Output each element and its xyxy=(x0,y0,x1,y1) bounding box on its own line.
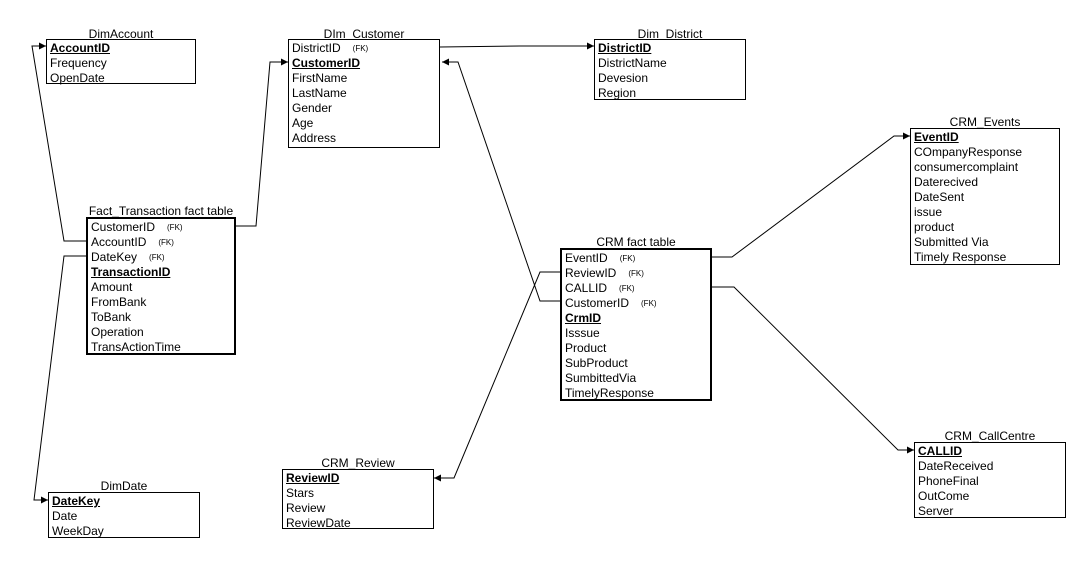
field-date: Date xyxy=(52,509,78,523)
table-body: CustomerID(FK) AccountID(FK) DateKey(FK)… xyxy=(86,217,236,355)
table-title: DimAccount xyxy=(88,27,154,41)
fk-label: (FK) xyxy=(167,223,183,232)
field-age: Age xyxy=(292,116,314,130)
field-datereceived: DateReceived xyxy=(918,459,994,473)
field-weekday: WeekDay xyxy=(52,524,104,538)
table-title: CRM_Events xyxy=(949,115,1021,129)
fk-event-connector xyxy=(712,132,910,258)
field-subproduct: SubProduct xyxy=(565,356,628,370)
field-frequency: Frequency xyxy=(50,56,107,70)
table-body: DateKey Date WeekDay xyxy=(48,492,200,538)
field-datekey: DateKey(FK) xyxy=(91,250,165,264)
field-crmid: CrmID xyxy=(565,311,602,325)
field-lastname: LastName xyxy=(292,86,347,100)
fk-label: (FK) xyxy=(158,238,174,247)
field-consumercomplaint: consumercomplaint xyxy=(914,160,1019,174)
field-region: Region xyxy=(598,86,637,100)
field-companyresponse: COmpanyResponse xyxy=(914,145,1023,159)
table-crm-events[interactable]: CRM_Events EventID COmpanyResponse consu… xyxy=(910,116,1060,265)
fk-label: (FK) xyxy=(641,299,657,308)
field-districtid: DistrictID(FK) xyxy=(292,41,369,55)
table-dim-customer[interactable]: DIm_Customer DistrictID(FK) CustomerID F… xyxy=(288,28,440,148)
field-submitted-via: Submitted Via xyxy=(914,235,989,249)
field-accountid: AccountID(FK) xyxy=(91,235,174,249)
fk-datekey-connector xyxy=(33,255,86,504)
field-sumbittedvia: SumbittedVia xyxy=(565,371,637,385)
field-product: product xyxy=(914,220,955,234)
field-devesion: Devesion xyxy=(598,71,649,85)
table-title: CRM_CallCentre xyxy=(944,429,1036,443)
table-body: ReviewID Stars Review ReviewDate xyxy=(282,469,434,530)
field-reviewid: ReviewID(FK) xyxy=(565,266,644,280)
table-crm-fact[interactable]: CRM fact table EventID(FK) ReviewID(FK) … xyxy=(560,236,712,401)
field-address: Address xyxy=(292,131,337,145)
table-title: DimDate xyxy=(100,479,148,493)
field-firstname: FirstName xyxy=(292,71,348,85)
table-body: DistrictID DistrictName Devesion Region xyxy=(594,39,746,100)
field-districtname: DistrictName xyxy=(598,56,667,70)
field-accountid: AccountID xyxy=(50,41,110,55)
fk-review-connector xyxy=(434,271,560,482)
fk-district-connector xyxy=(439,42,594,50)
field-phonefinal: PhoneFinal xyxy=(918,474,979,488)
table-body: DistrictID(FK) CustomerID FirstName Last… xyxy=(288,39,440,148)
table-fact-transaction[interactable]: Fact_Transaction fact table CustomerID(F… xyxy=(86,205,236,355)
table-crm-review[interactable]: CRM_Review ReviewID Stars Review ReviewD… xyxy=(282,456,434,530)
table-title: CRM_Review xyxy=(321,456,395,470)
field-reviewdate: ReviewDate xyxy=(286,516,351,530)
table-body: EventID(FK) ReviewID(FK) CALLID(FK) Cust… xyxy=(560,248,712,401)
fk-label: (FK) xyxy=(149,253,165,262)
field-datesent: DateSent xyxy=(914,190,965,204)
fk-label: (FK) xyxy=(619,254,636,263)
field-timely-response: Timely Response xyxy=(914,250,1007,264)
field-transactionid: TransactionID xyxy=(91,265,171,279)
field-daterecived: Daterecived xyxy=(914,175,979,189)
table-dim-account[interactable]: DimAccount AccountID Frequency OpenDate xyxy=(46,27,196,85)
fk-label: (FK) xyxy=(628,269,644,278)
table-body: CALLID DateReceived PhoneFinal OutCome S… xyxy=(914,442,1066,518)
fk-customer-connector xyxy=(236,58,288,227)
field-districtid: DistrictID xyxy=(598,41,652,55)
field-eventid: EventID(FK) xyxy=(565,251,636,265)
table-body: AccountID Frequency OpenDate xyxy=(46,39,196,85)
field-outcome: OutCome xyxy=(918,489,970,503)
table-title: DIm_Customer xyxy=(323,27,405,41)
fk-crm-customer-connector xyxy=(442,58,560,302)
field-customerid: CustomerID xyxy=(292,56,361,70)
field-reviewid: ReviewID xyxy=(286,471,340,485)
fk-label: (FK) xyxy=(352,44,369,53)
field-datekey: DateKey xyxy=(52,494,101,508)
field-operation: Operation xyxy=(91,325,144,339)
field-product: Product xyxy=(565,341,607,355)
table-dim-date[interactable]: DimDate DateKey Date WeekDay xyxy=(48,480,200,538)
table-crm-callcentre[interactable]: CRM_CallCentre CALLID DateReceived Phone… xyxy=(914,430,1066,518)
table-title: Fact_Transaction fact table xyxy=(88,204,234,218)
field-review: Review xyxy=(286,501,326,515)
fk-label: (FK) xyxy=(619,284,635,293)
field-eventid: EventID xyxy=(914,130,959,144)
field-isssue: Isssue xyxy=(565,326,600,340)
field-stars: Stars xyxy=(286,486,315,500)
table-title: CRM fact table xyxy=(596,235,676,249)
field-customerid: CustomerID(FK) xyxy=(565,296,657,310)
field-tobank: ToBank xyxy=(91,310,132,324)
field-transactiontime: TransActionTime xyxy=(91,340,181,354)
fk-callid-connector xyxy=(712,286,914,454)
table-body: EventID COmpanyResponse consumercomplain… xyxy=(910,128,1060,265)
field-issue: issue xyxy=(914,205,943,219)
field-callid: CALLID(FK) xyxy=(565,281,635,295)
table-dim-district[interactable]: Dim_District DistrictID DistrictName Dev… xyxy=(594,28,746,100)
field-callid: CALLID xyxy=(918,444,962,458)
field-customerid: CustomerID(FK) xyxy=(91,220,183,234)
field-gender: Gender xyxy=(292,101,333,115)
field-amount: Amount xyxy=(91,280,133,294)
fk-account-connector xyxy=(31,42,86,242)
table-title: Dim_District xyxy=(637,27,703,41)
field-opendate: OpenDate xyxy=(50,71,105,85)
field-frombank: FromBank xyxy=(91,295,147,309)
field-timelyresponse: TimelyResponse xyxy=(565,386,654,400)
field-server: Server xyxy=(918,504,954,518)
